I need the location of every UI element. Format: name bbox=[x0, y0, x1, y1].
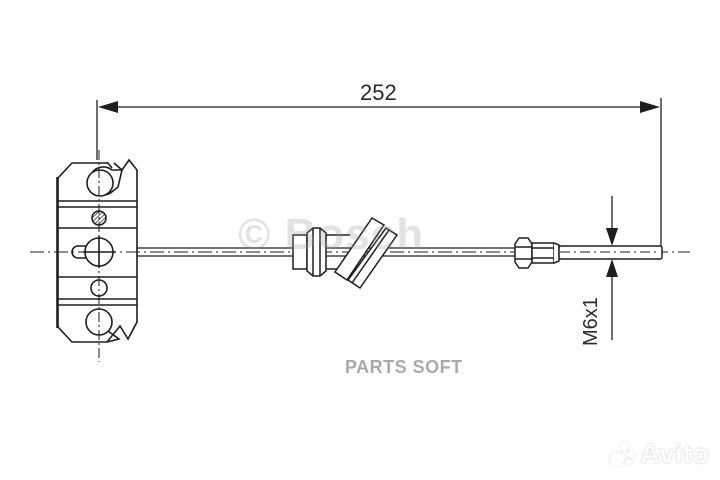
bosch-watermark: © Bosch bbox=[238, 210, 425, 259]
avito-logo-icon bbox=[610, 442, 636, 466]
threaded-end-fitting bbox=[514, 237, 663, 269]
mounting-bracket bbox=[56, 150, 138, 362]
avito-wordmark: Avito bbox=[640, 438, 709, 469]
arrowhead-up-icon bbox=[606, 259, 618, 277]
overall-length-label: 252 bbox=[360, 80, 397, 105]
parts-soft-watermark: PARTS SOFT bbox=[345, 357, 463, 377]
cable-clip bbox=[333, 217, 399, 290]
avito-watermark: Avito bbox=[610, 438, 709, 470]
arrowhead-right-icon bbox=[640, 101, 660, 113]
arrowhead-down-icon bbox=[606, 228, 618, 246]
cable-grommet bbox=[292, 227, 350, 277]
arrowhead-left-icon bbox=[98, 101, 118, 113]
thread-spec-label: M6x1 bbox=[580, 297, 602, 346]
dimension-overall-length bbox=[96, 98, 662, 255]
dimension-thread bbox=[606, 196, 618, 340]
